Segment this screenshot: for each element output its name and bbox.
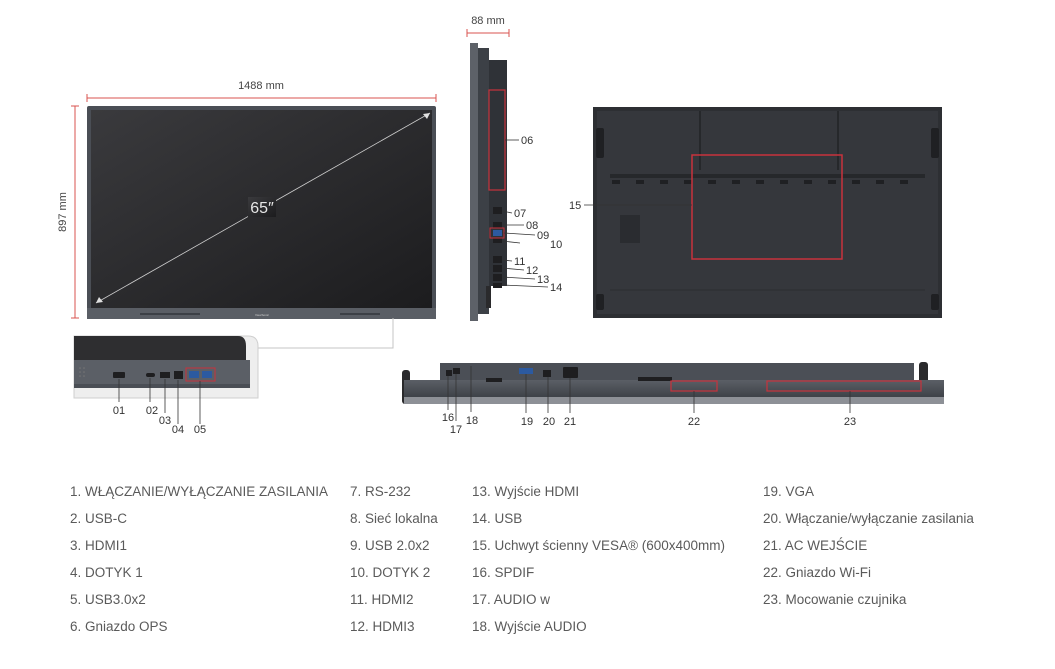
- height-dimension: 897 mm: [57, 105, 79, 319]
- side-view: 88 mm 06 07 08 09 10: [466, 15, 562, 321]
- legend-item: 4. DOTYK 1: [70, 565, 143, 580]
- side-front-panel: [470, 43, 478, 321]
- legend-item: 9. USB 2.0x2: [350, 538, 430, 553]
- callout-10: 10: [550, 239, 562, 251]
- legend-item: 21. AC WEJŚCIE: [763, 538, 868, 553]
- legend-item: 23. Mocowanie czujnika: [763, 592, 907, 607]
- callout-06: 06: [521, 135, 533, 147]
- callout-02: 02: [146, 405, 158, 417]
- callout-16: 16: [442, 412, 454, 424]
- svg-text:ViewSonic: ViewSonic: [255, 313, 269, 317]
- callout-01: 01: [113, 405, 125, 417]
- front-ports-zoom: 01 02 03 04 05: [73, 335, 259, 436]
- legend-column-1: 1. WŁĄCZANIE/WYŁĄCZANIE ZASILANIA 2. USB…: [70, 478, 328, 640]
- callout-08: 08: [526, 220, 538, 232]
- front-view: 1488 mm 897 mm ViewSonic 65″: [57, 80, 437, 349]
- diagonal-size-label: 65″: [250, 200, 274, 217]
- callout-21: 21: [564, 416, 576, 428]
- legend-item: 13. Wyjście HDMI: [472, 484, 580, 499]
- vesa-mount-highlight: [691, 154, 843, 260]
- usb3-port-a-icon: [189, 371, 199, 378]
- width-dimension: 1488 mm: [86, 80, 437, 102]
- back-view: 15: [569, 107, 942, 318]
- power-button-icon: [113, 372, 125, 378]
- callout-04: 04: [172, 424, 184, 436]
- legend-item: 15. Uchwyt ścienny VESA® (600x400mm): [472, 538, 726, 553]
- legend-item: 11. HDMI2: [350, 592, 414, 607]
- legend-item: 19. VGA: [763, 484, 815, 499]
- bottom-body: [440, 363, 914, 381]
- callout-19: 19: [521, 416, 533, 428]
- legend-item: 12. HDMI3: [350, 619, 415, 634]
- legend-item: 22. Gniazdo Wi-Fi: [763, 565, 872, 580]
- callout-18: 18: [466, 415, 478, 427]
- legend-item: 2. USB-C: [70, 511, 128, 526]
- legend-column-2: 7. RS-232 8. Sieć lokalna 9. USB 2.0x2 1…: [350, 478, 438, 640]
- callout-14: 14: [550, 282, 562, 294]
- sensor-mount-highlight: [766, 380, 922, 392]
- callout-23: 23: [844, 416, 856, 428]
- legend-column-3: 13. Wyjście HDMI 14. USB 15. Uchwyt ście…: [472, 478, 725, 640]
- callout-11: 11: [514, 256, 525, 268]
- legend-item: 10. DOTYK 2: [350, 565, 431, 580]
- callout-20: 20: [543, 416, 555, 428]
- callout-13: 13: [537, 274, 549, 286]
- legend-item: 18. Wyjście AUDIO: [472, 619, 587, 634]
- legend-column-4: 19. VGA 20. Włączanie/wyłączanie zasilan…: [763, 478, 974, 613]
- legend-item: 17. AUDIO w: [472, 592, 551, 607]
- product-diagram: 1488 mm 897 mm ViewSonic 65″: [57, 15, 944, 436]
- legend-item: 7. RS-232: [350, 484, 411, 499]
- usb3-port-b-icon: [202, 371, 212, 378]
- usb3-highlight: [185, 367, 216, 382]
- height-label: 897 mm: [57, 192, 69, 232]
- callout-05: 05: [194, 424, 206, 436]
- front-bottom-bar: [87, 308, 436, 319]
- legend-item: 1. WŁĄCZANIE/WYŁĄCZANIE ZASILANIA: [70, 484, 329, 499]
- callout-07: 07: [514, 208, 526, 220]
- callout-17: 17: [450, 424, 462, 436]
- callout-12: 12: [526, 265, 538, 277]
- legend-item: 20. Włączanie/wyłączanie zasilania: [763, 511, 974, 526]
- legend-item: 6. Gniazdo OPS: [70, 619, 168, 634]
- legend-item: 8. Sieć lokalna: [350, 511, 438, 526]
- callout-09: 09: [537, 230, 549, 242]
- hdmi1-port-icon: [160, 372, 170, 378]
- callout-03: 03: [159, 415, 171, 427]
- usb-c-port-icon: [146, 373, 155, 377]
- depth-label: 88 mm: [471, 15, 505, 27]
- legend-item: 5. USB3.0x2: [70, 592, 146, 607]
- callout-15: 15: [569, 200, 581, 212]
- legend-item: 3. HDMI1: [70, 538, 128, 553]
- callout-22: 22: [688, 416, 700, 428]
- port-legend: 1. WŁĄCZANIE/WYŁĄCZANIE ZASILANIA 2. USB…: [0, 478, 1055, 658]
- touch1-port-icon: [174, 371, 183, 379]
- width-label: 1488 mm: [238, 80, 284, 92]
- legend-item: 14. USB: [472, 511, 523, 526]
- bottom-view: 16 17 18 19 20 21 22 23: [402, 362, 944, 436]
- legend-item: 16. SPDIF: [472, 565, 535, 580]
